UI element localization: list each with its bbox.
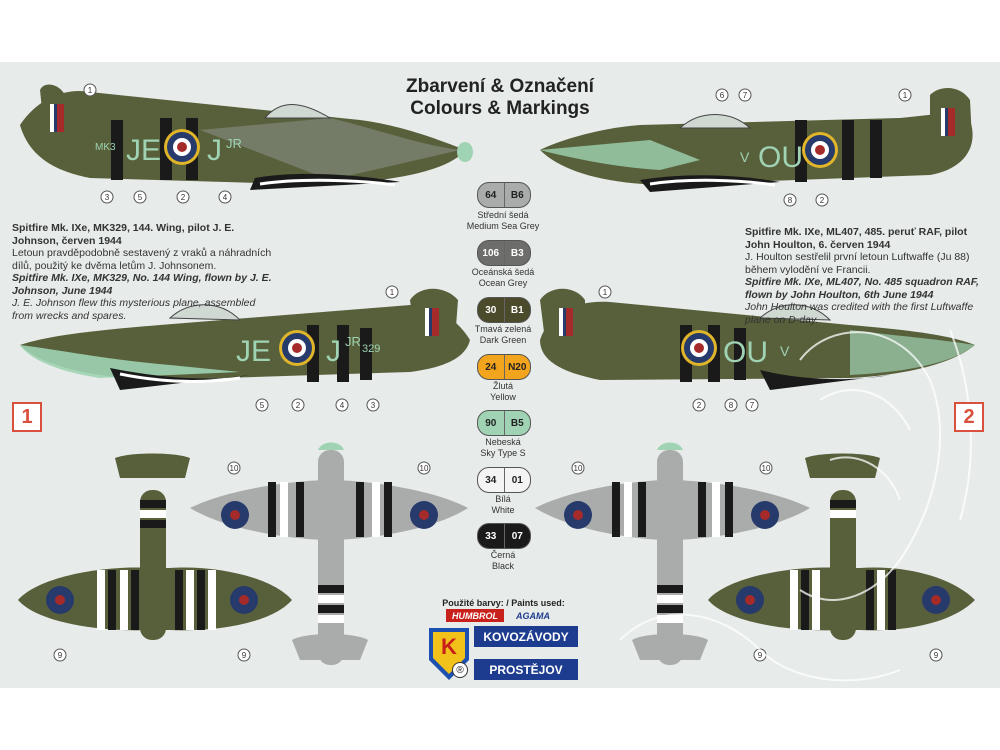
plane1-code-left: JE bbox=[126, 134, 161, 167]
plane2-caption-cz-title: Spitfire Mk. IXe, ML407, 485. peruť RAF,… bbox=[745, 226, 968, 251]
svg-text:8: 8 bbox=[729, 401, 734, 410]
svg-text:2: 2 bbox=[697, 401, 702, 410]
plane2-code: OU bbox=[758, 141, 803, 174]
svg-text:2: 2 bbox=[820, 196, 825, 205]
plane1-code-small: JR bbox=[226, 136, 242, 151]
humbrol-logo: HUMBROL bbox=[446, 609, 504, 622]
svg-text:4: 4 bbox=[340, 401, 345, 410]
agama-logo: AGAMA bbox=[516, 610, 550, 621]
plane1-lower-code-right: J bbox=[326, 335, 341, 368]
plane1-caption-cz-body: Letoun pravděpodobně sestavený z vraků a… bbox=[12, 247, 272, 272]
profile-number-badge-2: 2 bbox=[954, 402, 984, 432]
svg-text:4: 4 bbox=[223, 193, 228, 202]
svg-text:2: 2 bbox=[181, 193, 186, 202]
svg-text:1: 1 bbox=[390, 288, 395, 297]
svg-text:3: 3 bbox=[371, 401, 376, 410]
plane2-bottom-view bbox=[535, 442, 810, 665]
plane1-caption: Spitfire Mk. IXe, MK329, 144. Wing, pilo… bbox=[12, 222, 274, 322]
plane1-lower-code-left: JE bbox=[236, 335, 271, 368]
plane1-serial: MK3 bbox=[95, 142, 116, 153]
plane2-side-view-lower bbox=[540, 288, 975, 390]
svg-text:9: 9 bbox=[58, 651, 63, 660]
svg-text:9: 9 bbox=[758, 651, 763, 660]
callout-group-mid-right: 1 2 8 7 bbox=[598, 285, 759, 412]
title-english: Colours & Markings bbox=[410, 98, 590, 119]
title-czech: Zbarvení & Označení bbox=[406, 76, 594, 97]
svg-text:9: 9 bbox=[934, 651, 939, 660]
plane2-caption-cz-body: J. Houlton sestřelil první letoun Luftwa… bbox=[745, 251, 970, 276]
plane2-side-view-top bbox=[540, 88, 973, 192]
registered-mark: ® bbox=[452, 662, 468, 678]
plane1-lower-serial: 329 bbox=[362, 343, 380, 355]
svg-text:10: 10 bbox=[420, 464, 429, 473]
svg-text:5: 5 bbox=[260, 401, 265, 410]
svg-text:5: 5 bbox=[138, 193, 143, 202]
callouts: 1 3 5 2 4 1 6 7 8 2 1 5 2 4 3 1 2 8 7 10 bbox=[53, 83, 943, 662]
svg-text:1: 1 bbox=[903, 91, 908, 100]
plane2-caption-en-title: Spitfire Mk. IXe, ML407, No. 485 squadro… bbox=[745, 276, 979, 301]
plane1-top-view bbox=[18, 453, 292, 640]
plane2-caption: Spitfire Mk. IXe, ML407, 485. peruť RAF,… bbox=[745, 226, 990, 326]
callout-group-top-right: 1 6 7 8 2 bbox=[715, 88, 912, 207]
svg-text:2: 2 bbox=[296, 401, 301, 410]
svg-text:1: 1 bbox=[603, 288, 608, 297]
svg-text:7: 7 bbox=[743, 91, 748, 100]
svg-text:8: 8 bbox=[788, 196, 793, 205]
maker-name-line1: KOVOZÁVODY bbox=[474, 626, 578, 647]
svg-text:3: 3 bbox=[105, 193, 110, 202]
svg-text:10: 10 bbox=[230, 464, 239, 473]
svg-text:10: 10 bbox=[762, 464, 771, 473]
kovozavody-emblem-letter: K bbox=[441, 634, 457, 659]
svg-text:9: 9 bbox=[242, 651, 247, 660]
plane1-caption-cz-title: Spitfire Mk. IXe, MK329, 144. Wing, pilo… bbox=[12, 222, 235, 247]
profile-number-badge-1: 1 bbox=[12, 402, 42, 432]
maker-name-line2: PROSTĚJOV bbox=[474, 659, 578, 680]
plane1-bottom-view bbox=[190, 442, 468, 665]
plane2-caption-en-body: John Houlton was credited with the first… bbox=[745, 301, 974, 326]
plane1-caption-en-title: Spitfire Mk. IXe, MK329, No. 144 Wing, f… bbox=[12, 272, 272, 297]
callout-group-top-left: 1 3 5 2 4 bbox=[83, 83, 232, 204]
plane1-code-right: J bbox=[207, 134, 222, 167]
plane2-code-single: V bbox=[740, 149, 750, 165]
paints-used-label: Použité barvy: / Paints used: bbox=[442, 598, 565, 608]
plane1-side-view-top bbox=[20, 84, 473, 190]
plane2-lower-code: OU bbox=[723, 336, 768, 369]
svg-text:1: 1 bbox=[88, 86, 93, 95]
svg-text:7: 7 bbox=[750, 401, 755, 410]
plane1-side-view-lower bbox=[20, 288, 470, 390]
plane2-lower-code-single: V bbox=[780, 343, 790, 359]
plane1-lower-code-small: JR bbox=[345, 334, 361, 349]
svg-text:6: 6 bbox=[720, 91, 725, 100]
plane1-caption-en-body: J. E. Johnson flew this mysterious plane… bbox=[12, 297, 256, 322]
svg-text:10: 10 bbox=[574, 464, 583, 473]
callout-group-mid-left: 1 5 2 4 3 bbox=[255, 285, 399, 412]
